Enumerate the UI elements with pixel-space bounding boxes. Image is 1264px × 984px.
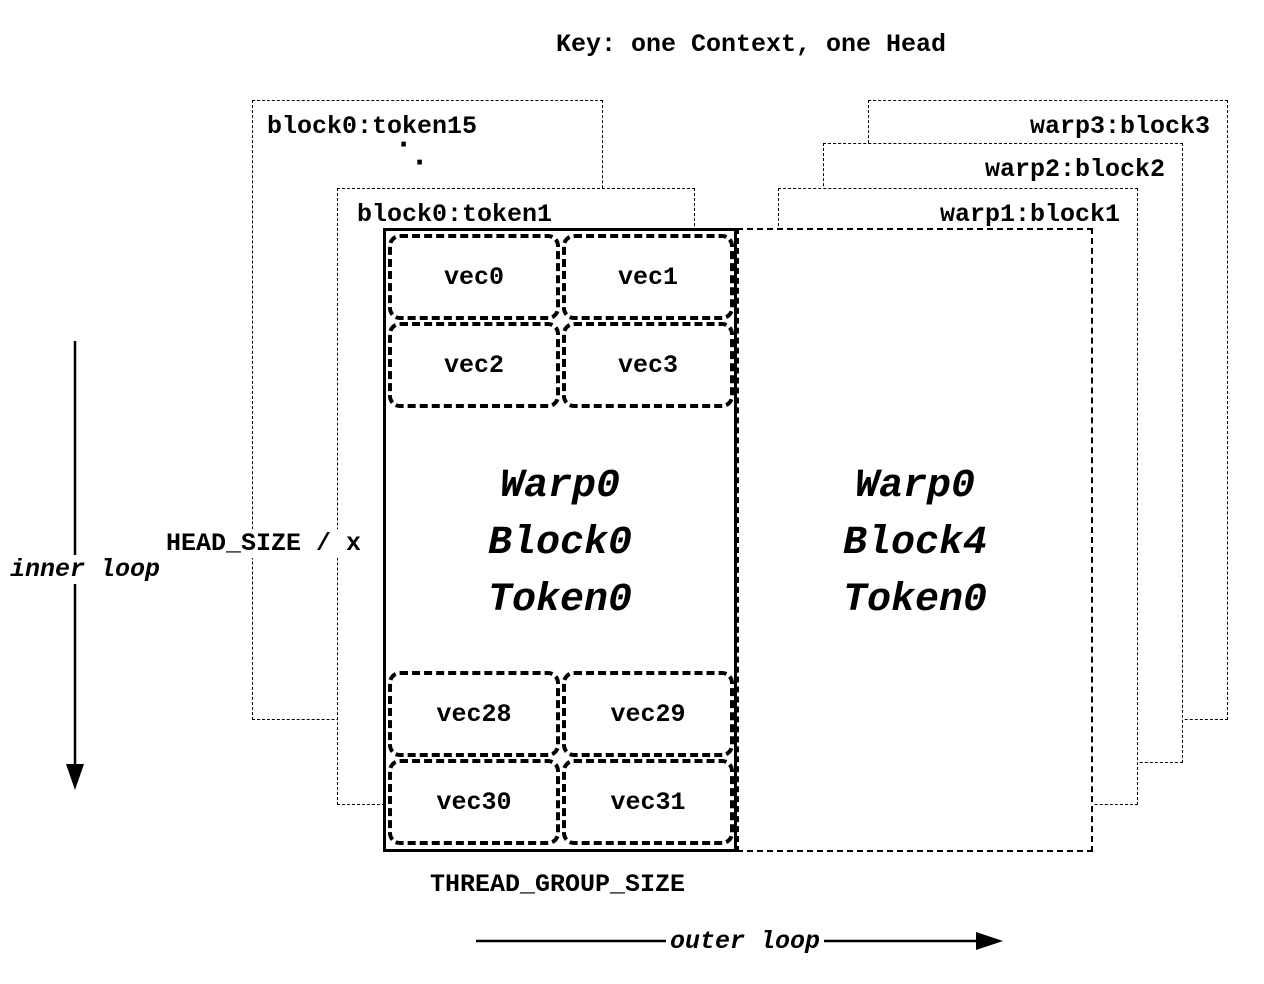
warp0-block4-label: Warp0 Block4 Token0	[737, 458, 1093, 629]
warp-label-line: Block0	[487, 521, 633, 566]
vec31-box: vec31	[562, 759, 734, 845]
vec3-box: vec3	[562, 322, 734, 408]
warp-label-line: Token0	[842, 578, 988, 623]
inner-loop-arrow	[66, 341, 84, 790]
ellipsis-dot: ·	[394, 126, 414, 163]
ellipsis-dot: ·	[410, 144, 430, 181]
label-warp2-block2: warp2:block2	[984, 155, 1165, 184]
warp-label-line: Warp0	[499, 464, 621, 509]
vec1-box: vec1	[562, 234, 734, 320]
thread-group-size-label: THREAD_GROUP_SIZE	[430, 870, 686, 899]
label-warp1-block1: warp1:block1	[939, 200, 1120, 229]
label-block0-token15: block0:token15	[267, 112, 478, 141]
inner-loop-label: inner loop	[8, 555, 163, 584]
vec28-box: vec28	[388, 671, 560, 757]
warp0-block0-label: Warp0 Block0 Token0	[383, 458, 737, 629]
diagram-title: Key: one Context, one Head	[556, 30, 947, 59]
label-warp3-block3: warp3:block3	[1029, 112, 1210, 141]
vec0-box: vec0	[388, 234, 560, 320]
vec2-box: vec2	[388, 322, 560, 408]
outer-loop-label: outer loop	[666, 927, 825, 956]
warp-label-line: Token0	[487, 578, 633, 623]
vec29-box: vec29	[562, 671, 734, 757]
warp0-block4-box	[737, 228, 1093, 852]
warp-label-line: Warp0	[854, 464, 976, 509]
warp-label-line: Block4	[842, 521, 988, 566]
label-block0-token1: block0:token1	[357, 200, 553, 229]
vec30-box: vec30	[388, 759, 560, 845]
head-size-label: HEAD_SIZE / x	[163, 529, 365, 558]
